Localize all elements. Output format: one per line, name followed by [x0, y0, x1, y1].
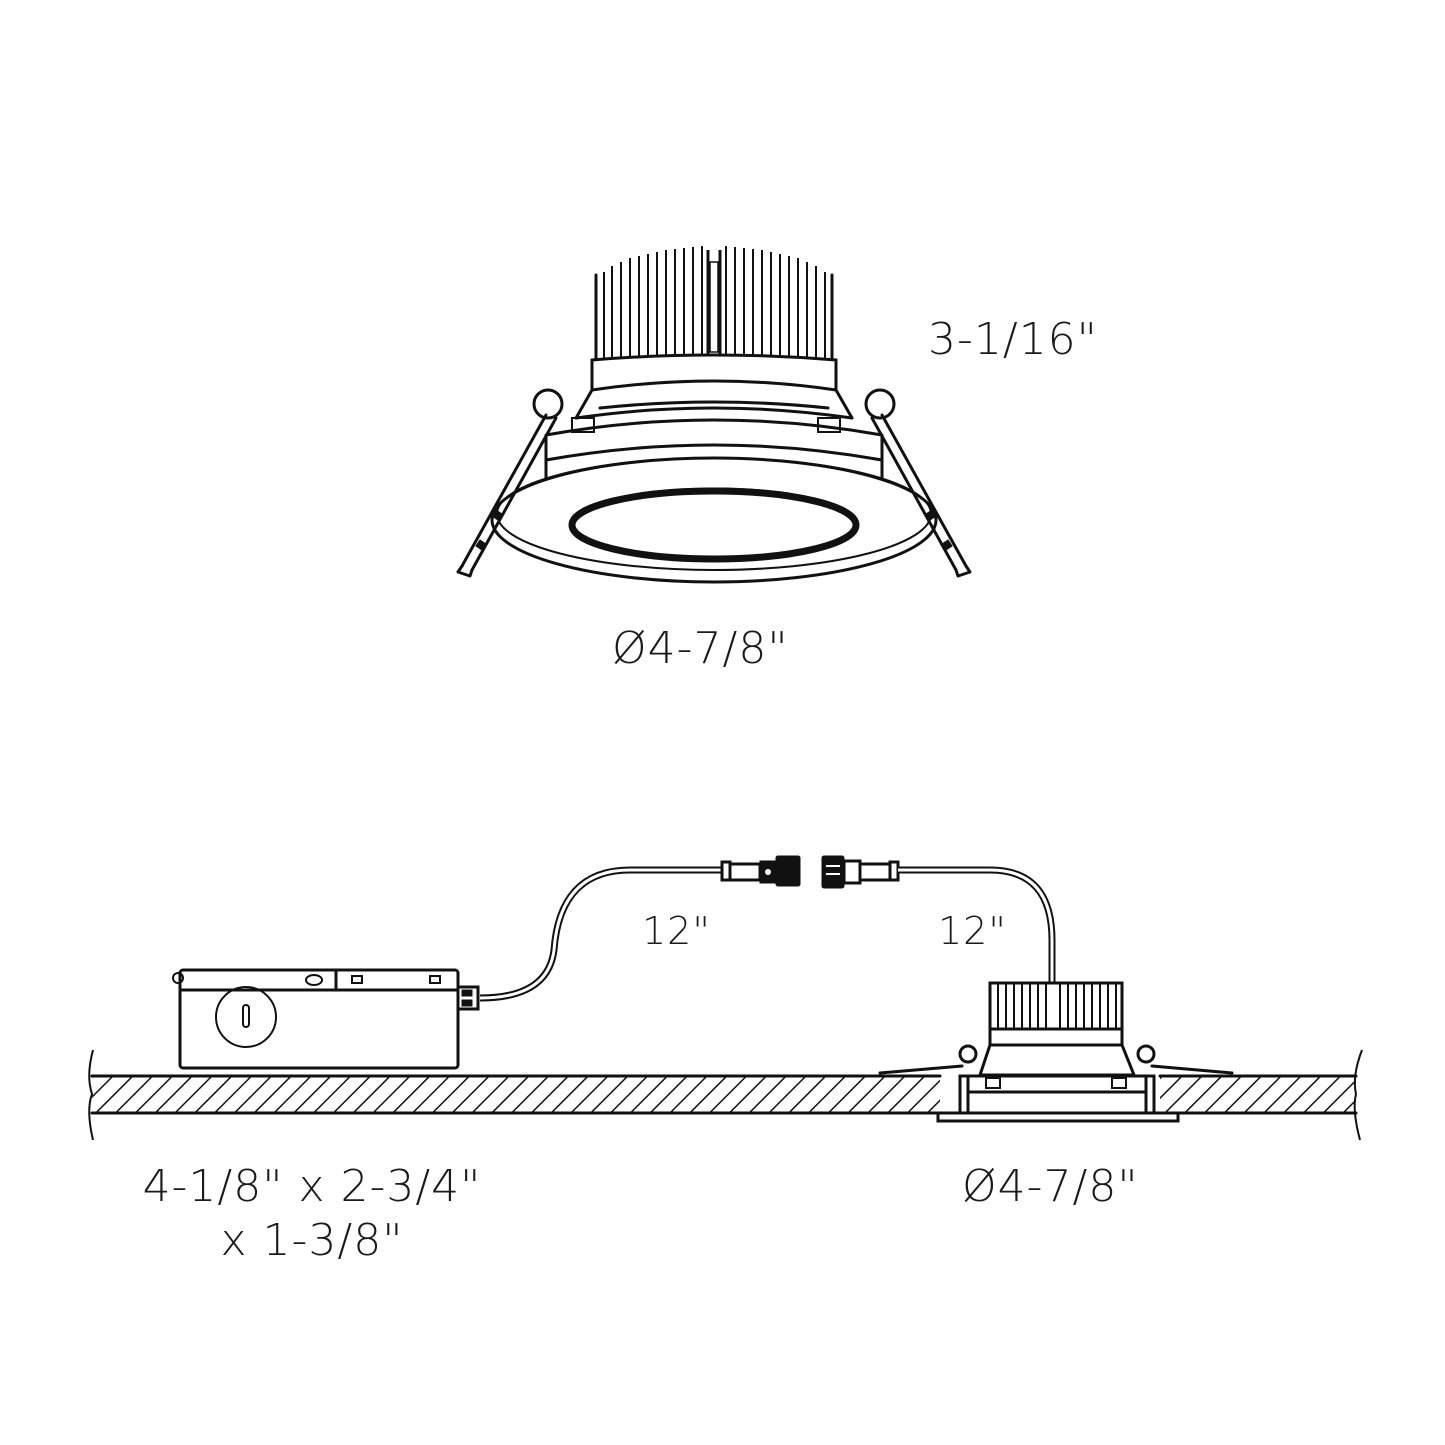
- installed-fixture: [878, 981, 1234, 1123]
- ceiling-section: [88, 1049, 1363, 1141]
- junction-box: [172, 968, 480, 1070]
- junction-box-dims-line2: x 1-3/8": [220, 1214, 404, 1266]
- diameter-dimension-label-bottom: Ø4-7/8": [962, 1161, 1139, 1212]
- junction-box-dimension-label: 4-1/8" x 2-3/4" x 1-3/8": [122, 1160, 502, 1267]
- cable-length-label-right: 12": [938, 909, 1007, 953]
- spring-clip-left: [456, 388, 564, 578]
- fixture-body: [544, 353, 884, 480]
- height-dimension-label: 3-1/16": [928, 314, 1098, 365]
- connector-female: [821, 855, 900, 889]
- cable-length-label-left: 12": [642, 909, 711, 953]
- junction-box-dims-line1: 4-1/8" x 2-3/4": [142, 1161, 482, 1212]
- heatsink-fins: [594, 246, 834, 362]
- connector-male: [720, 855, 801, 887]
- spring-clip-right: [864, 388, 972, 578]
- diameter-dimension-label-top: Ø4-7/8": [612, 623, 789, 674]
- cable-right: [898, 866, 1056, 985]
- cable-left: [479, 866, 722, 1002]
